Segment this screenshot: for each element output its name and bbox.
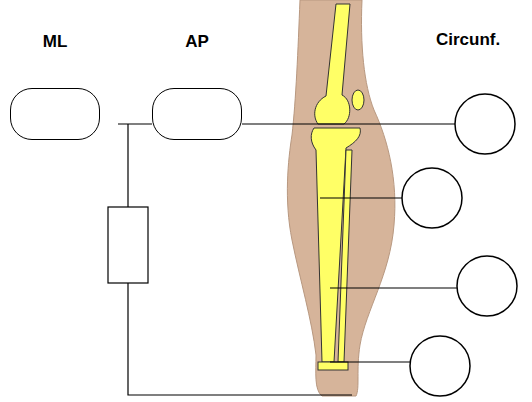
fibula bbox=[338, 150, 352, 362]
box-heading: AP bbox=[152, 32, 242, 52]
circumference-circle bbox=[410, 336, 470, 396]
column-label: Circunf. bbox=[436, 30, 500, 50]
box-heading: ML bbox=[10, 32, 100, 52]
box-outline bbox=[152, 88, 242, 140]
circumference-circle bbox=[402, 168, 462, 228]
femur bbox=[315, 4, 350, 124]
circumference-circle bbox=[457, 256, 517, 316]
patella bbox=[352, 90, 364, 110]
box-outline bbox=[10, 88, 100, 140]
circumference-circle bbox=[455, 94, 515, 154]
rounded-box: ML bbox=[10, 32, 100, 140]
ankle-bone bbox=[318, 362, 348, 370]
length-bar bbox=[108, 207, 148, 283]
leader-lines bbox=[118, 124, 457, 395]
rounded-box: AP bbox=[152, 32, 242, 140]
tibia bbox=[311, 128, 360, 362]
